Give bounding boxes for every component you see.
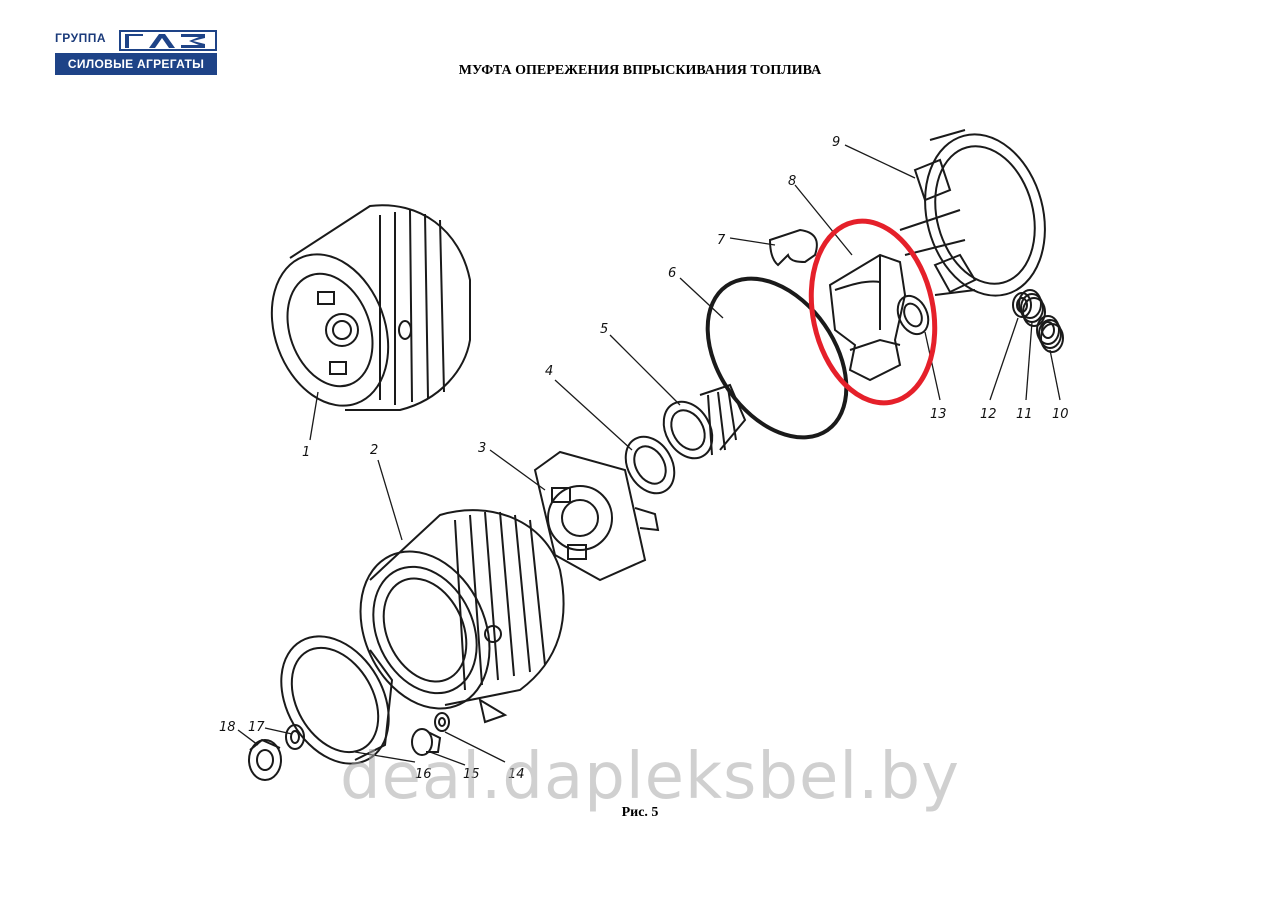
part-8-weight xyxy=(828,253,907,382)
part-16-ring xyxy=(280,635,394,765)
figure-caption: Рис. 5 xyxy=(621,805,659,820)
part-10-spring xyxy=(1036,315,1064,353)
part-6-o-ring xyxy=(705,276,849,440)
part-label-17: 17 xyxy=(248,720,265,735)
part-label-8: 8 xyxy=(788,174,796,189)
part-label-13: 13 xyxy=(930,407,947,422)
part-5-bushing xyxy=(662,383,747,460)
part-7-seat xyxy=(768,228,818,267)
part-label-10: 10 xyxy=(1052,407,1069,422)
part-13-washer xyxy=(896,294,930,336)
gaz-group-logo: ГРУППА СИЛОВЫЕ АГРЕГАТЫ xyxy=(55,30,217,75)
logo-top-row: ГРУППА xyxy=(55,30,217,52)
part-label-15: 15 xyxy=(463,767,480,782)
part-18-nut xyxy=(248,738,282,781)
part-label-11: 11 xyxy=(1016,407,1033,422)
part-label-3: 3 xyxy=(478,441,486,456)
part-15-screw xyxy=(411,728,442,756)
part-label-1: 1 xyxy=(302,445,310,460)
part-label-14: 14 xyxy=(508,767,525,782)
part-label-2: 2 xyxy=(370,443,378,458)
part-label-9: 9 xyxy=(832,135,840,150)
part-14-washer xyxy=(434,712,450,732)
part-label-5: 5 xyxy=(600,322,608,337)
watermark-text: deal.dapleksbel.by xyxy=(340,740,960,814)
part-1-hub xyxy=(270,204,471,411)
part-12-spring xyxy=(1012,292,1032,318)
part-9-drive-flange xyxy=(899,129,1046,297)
leader-lines xyxy=(237,144,1061,766)
part-label-18: 18 xyxy=(219,720,236,735)
part-label-7: 7 xyxy=(717,233,726,248)
part-label-12: 12 xyxy=(980,407,997,422)
part-3-flange xyxy=(533,450,660,582)
logo-subtitle: СИЛОВЫЕ АГРЕГАТЫ xyxy=(55,53,217,75)
part-label-16: 16 xyxy=(415,767,432,782)
highlight-ellipse-part-8 xyxy=(808,218,938,406)
part-17-washer xyxy=(285,724,305,750)
gaz-wordmark-icon xyxy=(119,30,217,51)
part-label-6: 6 xyxy=(668,266,676,281)
part-label-4: 4 xyxy=(545,364,553,379)
page-title: МУФТА ОПЕРЕЖЕНИЯ ВПРЫСКИВАНИЯ ТОПЛИВА xyxy=(458,63,822,78)
part-2-housing xyxy=(359,509,565,724)
part-4-seal xyxy=(624,435,676,495)
logo-group-text: ГРУППА xyxy=(55,31,107,45)
